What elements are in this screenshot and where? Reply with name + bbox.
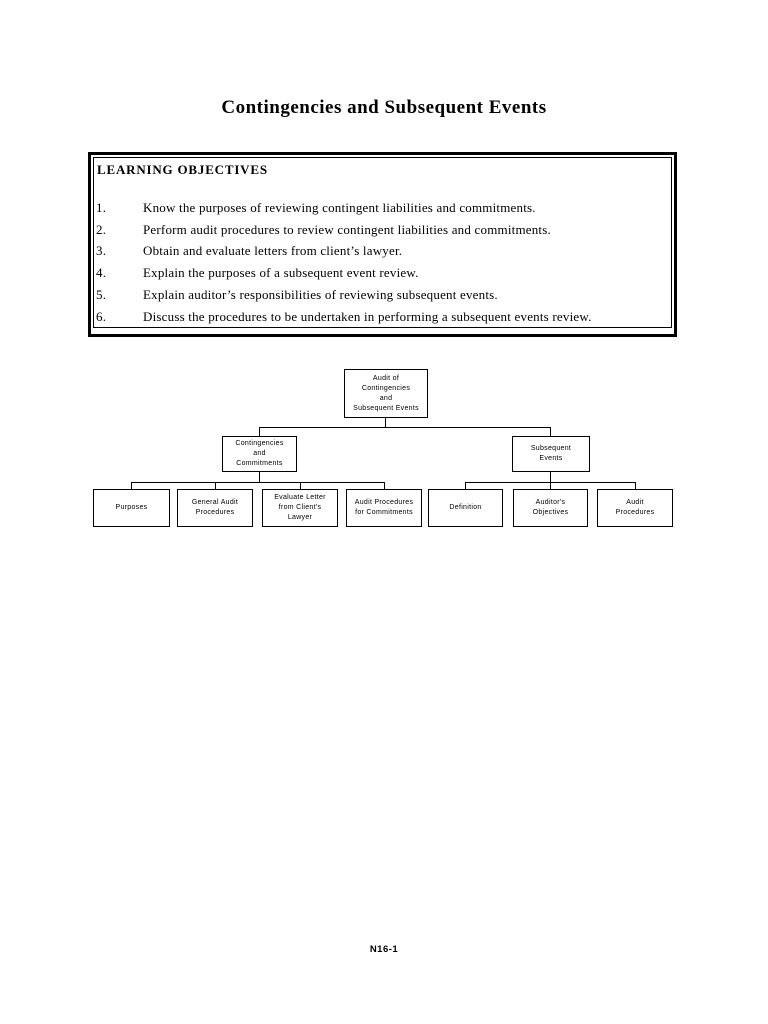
item-text: Obtain and evaluate letters from client’… — [143, 243, 403, 259]
chart-leaf-purposes: Purposes — [93, 489, 170, 527]
item-text: Explain the purposes of a subsequent eve… — [143, 265, 419, 281]
learning-objective-item: 2. Perform audit procedures to review co… — [94, 219, 671, 241]
connector-line — [635, 483, 636, 489]
item-number: 5. — [96, 286, 107, 302]
connector-line — [300, 483, 301, 489]
item-text: Perform audit procedures to review conti… — [143, 221, 551, 237]
learning-objective-item: 6. Discuss the procedures to be undertak… — [94, 306, 671, 327]
chart-leaf-audit-procedures: Audit Procedures — [597, 489, 673, 527]
item-text: Know the purposes of reviewing contingen… — [143, 200, 536, 215]
learning-objectives-box: LEARNING OBJECTIVES 1. Know the purposes… — [88, 152, 677, 337]
chart-box-root: Audit of Contingencies and Subsequent Ev… — [344, 369, 428, 418]
item-number: 1. — [96, 200, 107, 215]
learning-objectives-inner: LEARNING OBJECTIVES 1. Know the purposes… — [93, 157, 672, 328]
connector-line — [465, 483, 466, 489]
learning-objective-item: 1. Know the purposes of reviewing contin… — [94, 197, 671, 219]
connector-line — [131, 482, 385, 483]
learning-objective-item: 4. Explain the purposes of a subsequent … — [94, 262, 671, 284]
learning-objective-item: 3. Obtain and evaluate letters from clie… — [94, 240, 671, 262]
chart-leaf-auditors-objectives: Auditor's Objectives — [513, 489, 588, 527]
connector-line — [465, 482, 636, 483]
chart-leaf-general-audit-procedures: General Audit Procedures — [177, 489, 253, 527]
page-number: N16-1 — [369, 944, 399, 955]
chart-box-subsequent-events: Subsequent Events — [512, 436, 590, 472]
learning-objective-item: 5. Explain auditor’s responsibilities of… — [94, 284, 671, 306]
connector-line — [550, 483, 551, 489]
connector-line — [215, 483, 216, 489]
item-text: Explain auditor’s responsibilities of re… — [143, 286, 498, 302]
chart-leaf-evaluate-letter: Evaluate Letter from Client's Lawyer — [262, 489, 338, 527]
connector-line — [131, 483, 132, 489]
chart-leaf-audit-procedures-commitments: Audit Procedures for Commitments — [346, 489, 422, 527]
connector-line — [259, 472, 260, 483]
learning-objectives-heading: LEARNING OBJECTIVES — [97, 162, 268, 177]
chart-leaf-definition: Definition — [428, 489, 503, 527]
item-number: 2. — [96, 221, 107, 237]
chart-box-contingencies-commitments: Contingencies and Commitments — [222, 436, 297, 472]
item-number: 3. — [96, 243, 107, 259]
connector-line — [385, 418, 386, 428]
item-number: 4. — [96, 265, 107, 281]
connector-line — [259, 428, 260, 436]
connector-line — [384, 483, 385, 489]
connector-line — [259, 427, 551, 428]
item-text: Discuss the procedures to be undertaken … — [143, 308, 592, 324]
learning-objectives-list: 1. Know the purposes of reviewing contin… — [94, 197, 671, 327]
item-number: 6. — [96, 308, 107, 324]
connector-line — [550, 472, 551, 483]
connector-line — [550, 428, 551, 436]
page-title: Contingencies and Subsequent Events — [221, 97, 547, 118]
